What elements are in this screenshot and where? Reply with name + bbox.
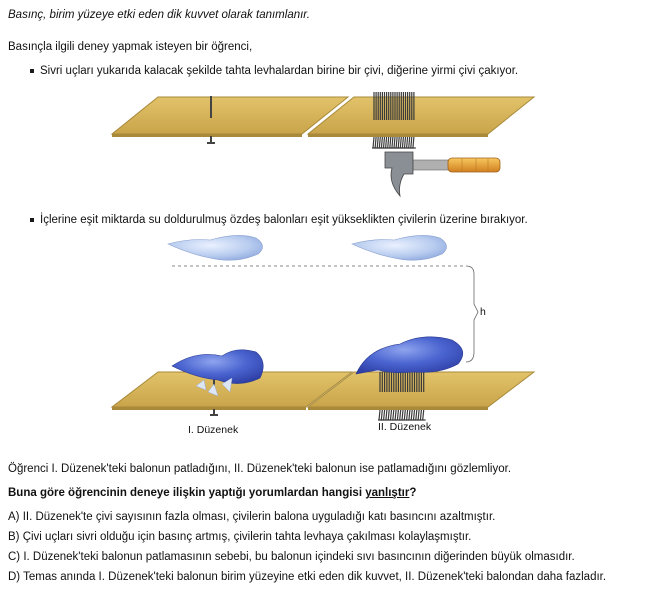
nail (399, 409, 402, 421)
board-setup-2 (306, 336, 536, 421)
nail (401, 409, 404, 421)
setup1-label: I. Düzenek (188, 424, 239, 436)
nail-bundle-lower (372, 136, 416, 149)
option-b[interactable]: B) Çivi uçları sivri olduğu için basınç … (8, 531, 472, 543)
nail-bundle-setup2-upper (379, 372, 425, 392)
burst-balloon (171, 349, 264, 384)
nail (392, 409, 395, 421)
nail (412, 409, 416, 421)
board-single-nail-top (110, 96, 350, 144)
nail (395, 136, 398, 149)
nail (408, 409, 411, 421)
nail (419, 409, 422, 421)
intact-balloon (355, 336, 464, 375)
nail-bundle-setup2-lower (378, 409, 426, 421)
nail (374, 136, 377, 149)
nail (401, 136, 404, 149)
nail (403, 136, 407, 149)
nail (417, 409, 420, 421)
nail (403, 409, 406, 421)
question-text: Buna göre öğrencinin deneye ilişkin yapt… (8, 486, 416, 500)
nail (422, 409, 425, 421)
bullet-step1 (30, 69, 34, 73)
nail-bundle-upper (373, 92, 415, 120)
nail (382, 136, 386, 149)
question-emphasis: yanlıştır (365, 487, 410, 499)
nail (415, 409, 418, 421)
height-label: h (480, 306, 486, 318)
nail (383, 409, 386, 421)
nail (389, 409, 393, 421)
nail (387, 136, 390, 149)
height-brace (465, 265, 479, 363)
nail (406, 409, 409, 421)
bullet-step2 (30, 218, 34, 222)
nail (385, 136, 388, 149)
nail (391, 136, 394, 149)
nail (412, 136, 415, 149)
nail (378, 136, 381, 149)
nail (385, 409, 388, 421)
nail (394, 409, 397, 421)
nail (380, 409, 383, 421)
step1-text: Sivri uçları yukarıda kalacak şekilde ta… (40, 65, 519, 77)
nail (396, 409, 399, 421)
setup2-label: II. Düzenek (378, 421, 432, 433)
nail (410, 136, 413, 149)
option-c[interactable]: C) I. Düzenek'teki balonun patlamasının … (8, 551, 575, 563)
nail (393, 136, 396, 149)
falling-balloon-left (167, 235, 263, 261)
experiment-figures (110, 92, 536, 421)
board-twenty-nails-top (306, 92, 536, 149)
option-d[interactable]: D) Temas anında I. Düzenek'teki balonun … (8, 571, 607, 583)
nail (380, 136, 383, 149)
hammer-icon (384, 151, 501, 198)
nail (397, 136, 400, 149)
nail (406, 136, 409, 149)
intro-text: Basınçla ilgili deney yapmak isteyen bir… (8, 41, 253, 53)
nail (376, 136, 379, 149)
single-nail (210, 96, 212, 118)
question-suffix: ? (409, 487, 417, 499)
nail (410, 409, 413, 421)
step2-text: İçlerine eşit miktarda su doldurulmuş öz… (40, 214, 528, 226)
option-a[interactable]: A) II. Düzenek'te çivi sayısının fazla o… (8, 511, 496, 523)
nail (378, 409, 381, 421)
definition-text: Basınç, birim yüzeye etki eden dik kuvve… (8, 9, 310, 21)
question-prefix: Buna göre öğrencinin deneye ilişkin yapt… (8, 487, 366, 499)
nail (387, 409, 390, 421)
falling-balloon-right (351, 235, 447, 261)
water-splash (195, 377, 233, 397)
nail (408, 136, 411, 149)
board-setup-1 (110, 349, 354, 416)
observation-text: Öğrenci I. Düzenek'teki balonun patladığ… (8, 463, 512, 475)
nail (399, 136, 402, 149)
nail (389, 136, 392, 149)
nail (372, 136, 375, 149)
